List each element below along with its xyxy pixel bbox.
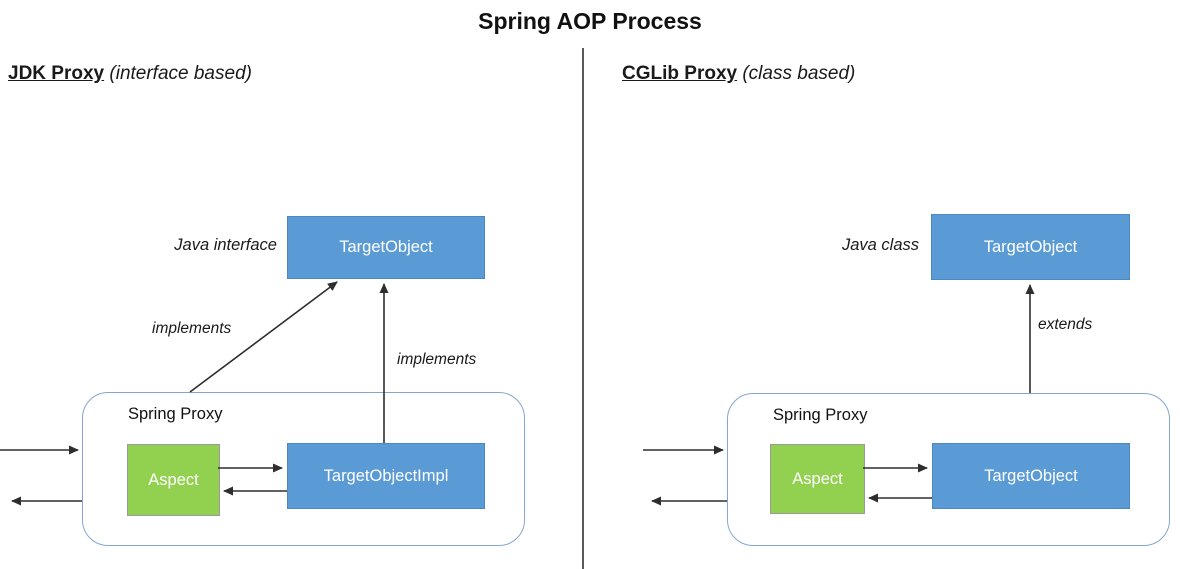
jdk-proxy-heading-note: (interface based) xyxy=(109,63,252,84)
cglib-targetobject-class-text: TargetObject xyxy=(983,237,1078,256)
jdk-proxy-heading-name: JDK Proxy xyxy=(8,63,105,84)
java-class-label: Java class xyxy=(841,236,919,254)
cglib-spring-proxy-label: Spring Proxy xyxy=(773,406,868,424)
cglib-aspect-box: Aspect xyxy=(770,444,865,514)
jdk-implements-diagonal-label: implements xyxy=(152,320,232,337)
cglib-proxy-heading: CGLib Proxy (class based) xyxy=(622,63,855,85)
jdk-targetobjectimpl-box: TargetObjectImpl xyxy=(287,443,485,509)
cglib-spring-proxy-container xyxy=(727,393,1170,546)
cglib-targetobject-proxy-text: TargetObject xyxy=(984,466,1078,485)
jdk-implements-vertical-label: implements xyxy=(397,351,477,368)
java-interface-label: Java interface xyxy=(174,236,277,254)
jdk-aspect-box: Aspect xyxy=(127,444,220,516)
cglib-targetobject-proxy-box: TargetObject xyxy=(932,443,1130,509)
diagram-title: Spring AOP Process xyxy=(478,8,702,34)
cglib-extends-label: extends xyxy=(1038,316,1093,333)
cglib-proxy-heading-note: (class based) xyxy=(742,63,856,84)
center-divider-line xyxy=(582,48,584,569)
cglib-targetobject-class-box: TargetObject xyxy=(931,214,1130,280)
jdk-targetobject-interface-text: TargetObject xyxy=(339,238,433,256)
jdk-proxy-heading: JDK Proxy (interface based) xyxy=(8,63,252,85)
jdk-targetobjectimpl-text: TargetObjectImpl xyxy=(323,466,449,485)
jdk-spring-proxy-label: Spring Proxy xyxy=(128,405,223,423)
jdk-targetobject-interface-box: TargetObject xyxy=(287,216,485,279)
jdk-aspect-text: Aspect xyxy=(148,470,199,489)
cglib-aspect-text: Aspect xyxy=(792,469,843,488)
cglib-proxy-heading-name: CGLib Proxy xyxy=(622,63,738,84)
